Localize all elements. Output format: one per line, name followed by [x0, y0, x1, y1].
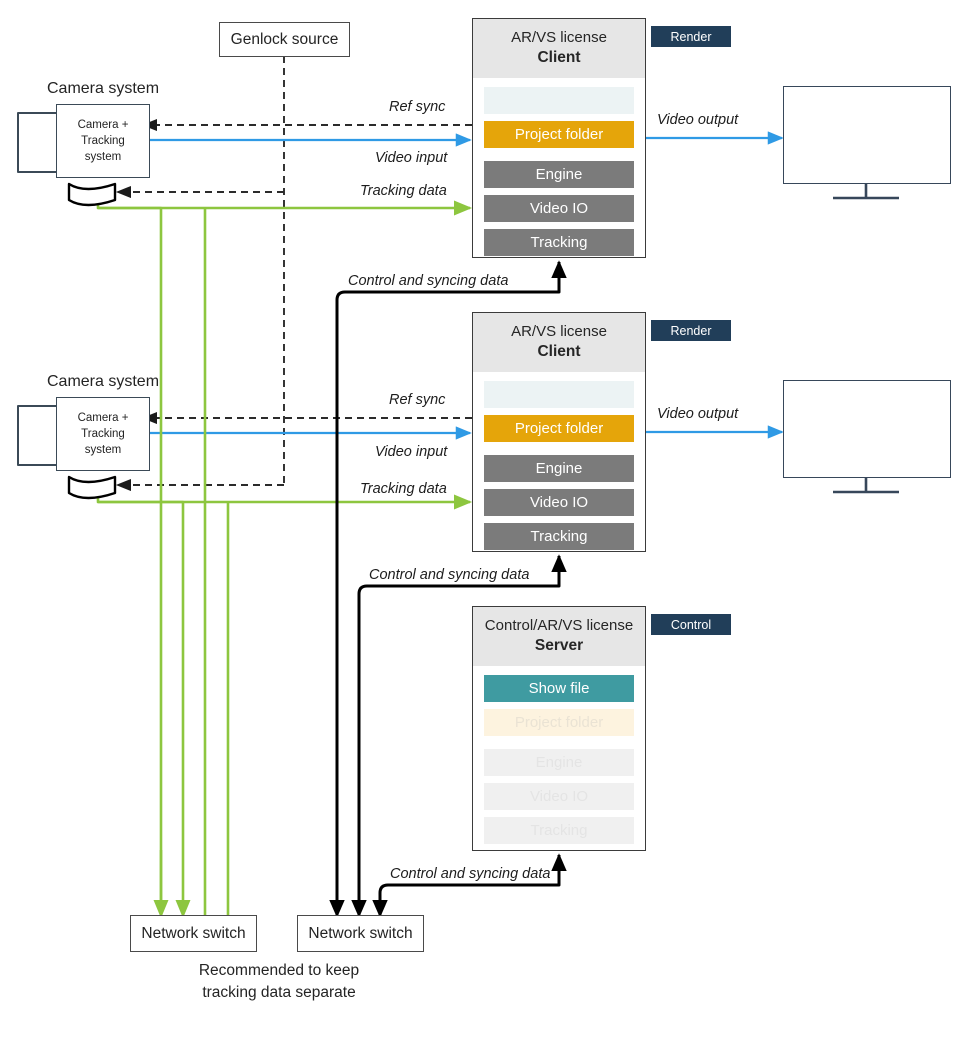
camera-system-title-1: Camera system: [47, 80, 160, 97]
machine-license-2: AR/VS license: [511, 323, 607, 340]
monitor-stand-2: [833, 476, 899, 494]
badge-render-1: Render: [651, 26, 731, 47]
slot-video-io-3[interactable]: Video IO: [484, 783, 634, 811]
slot-tracking-2[interactable]: Tracking: [484, 523, 634, 551]
machine-client-2[interactable]: AR/VS license Client Project folder Engi…: [472, 312, 646, 552]
slot-video-io-2[interactable]: Video IO: [484, 489, 634, 517]
badge-render-label-1: Render: [670, 29, 712, 44]
machine-role-2: Client: [537, 343, 581, 361]
label-tracking-data-2: Tracking data: [360, 481, 447, 497]
label-control-sync-3: Control and syncing data: [390, 866, 551, 882]
slot-tracking-3[interactable]: Tracking: [484, 817, 634, 845]
slot-video-io-1[interactable]: Video IO: [484, 195, 634, 223]
monitor-stand-1: [833, 182, 899, 200]
network-switch-tracking-label: Network switch: [141, 924, 246, 942]
camera-system-body-2: Camera + Tracking system: [56, 397, 150, 471]
badge-render-label-2: Render: [670, 323, 712, 338]
badge-control-label: Control: [670, 617, 712, 632]
label-ref-sync-2: Ref sync: [389, 392, 446, 408]
camera-tracker-icon-1: [67, 182, 117, 207]
machine-header-1: AR/VS license Client: [473, 19, 645, 79]
slot-project-folder-3[interactable]: Project folder: [484, 709, 634, 737]
machine-header-3: Control/AR/VS license Server: [473, 607, 645, 667]
tracking-separation-note: Recommended to keep tracking data separa…: [198, 962, 360, 1001]
machine-license-1: AR/VS license: [511, 29, 607, 46]
slot-engine-3[interactable]: Engine: [484, 749, 634, 777]
slot-project-folder-2[interactable]: Project folder: [484, 415, 634, 443]
slot-engine-2[interactable]: Engine: [484, 455, 634, 483]
network-switch-control[interactable]: Network switch: [297, 915, 424, 952]
monitor-screen-2: [783, 380, 951, 478]
label-video-output-2: Video output: [657, 406, 739, 422]
slot-show-file-empty-2[interactable]: [484, 381, 634, 409]
slot-show-file-empty-1[interactable]: [484, 87, 634, 115]
control-switch-arrows: [329, 870, 388, 918]
slot-project-folder-1[interactable]: Project folder: [484, 121, 634, 149]
camera-tracker-icon-2: [67, 475, 117, 500]
camera-system-title-2: Camera system: [47, 373, 160, 390]
control-sync-server: [378, 853, 567, 916]
network-switch-control-label: Network switch: [308, 924, 413, 942]
monitor-screen-1: [783, 86, 951, 184]
label-control-sync-1: Control and syncing data: [348, 273, 509, 289]
label-video-output-1: Video output: [657, 112, 739, 128]
slot-show-file-3[interactable]: Show file: [484, 675, 634, 703]
genlock-source-box[interactable]: Genlock source: [219, 22, 350, 57]
control-sync-client-1: [335, 260, 567, 916]
machine-server[interactable]: Control/AR/VS license Server Show file P…: [472, 606, 646, 851]
machine-header-2: AR/VS license Client: [473, 313, 645, 373]
camera-system-body-label-1: Camera + Tracking system: [77, 118, 129, 164]
control-sync-client-2: [357, 554, 567, 916]
machine-role-3: Server: [534, 637, 584, 655]
badge-render-2: Render: [651, 320, 731, 341]
machine-client-1[interactable]: AR/VS license Client Project folder Engi…: [472, 18, 646, 258]
network-switch-tracking[interactable]: Network switch: [130, 915, 257, 952]
machine-slots-3: Show file Project folder Engine Video IO…: [473, 666, 645, 855]
genlock-source-label: Genlock source: [230, 30, 339, 48]
label-video-input-2: Video input: [375, 444, 448, 460]
camera-system-body-1: Camera + Tracking system: [56, 104, 150, 178]
badge-control: Control: [651, 614, 731, 635]
machine-slots-2: Project folder Engine Video IO Tracking: [473, 372, 645, 561]
tracking-to-switch-bus: [98, 206, 230, 919]
label-video-input-1: Video input: [375, 150, 448, 166]
label-ref-sync-1: Ref sync: [389, 99, 446, 115]
label-control-sync-2: Control and syncing data: [369, 567, 530, 583]
machine-role-1: Client: [537, 49, 581, 67]
machine-license-3: Control/AR/VS license: [484, 617, 634, 634]
slot-tracking-1[interactable]: Tracking: [484, 229, 634, 257]
label-tracking-data-1: Tracking data: [360, 183, 447, 199]
slot-engine-1[interactable]: Engine: [484, 161, 634, 189]
camera-system-body-label-2: Camera + Tracking system: [77, 411, 129, 457]
machine-slots-1: Project folder Engine Video IO Tracking: [473, 78, 645, 267]
